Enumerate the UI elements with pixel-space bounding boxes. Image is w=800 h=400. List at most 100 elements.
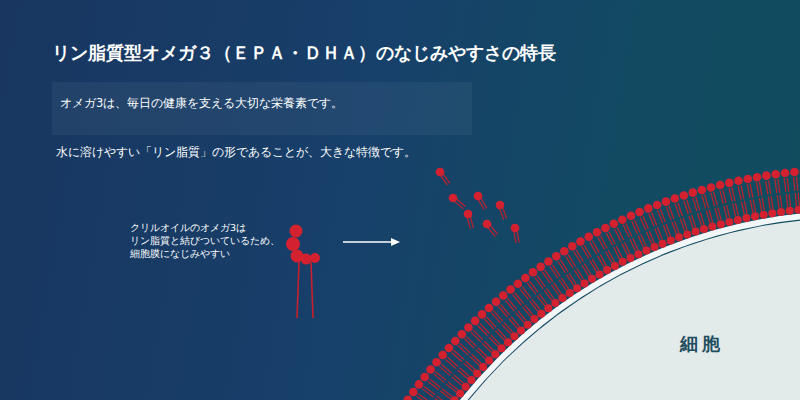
lipid-tail (766, 181, 768, 195)
lipid-tail (487, 317, 497, 327)
lipid-tail (545, 270, 553, 281)
lipid-tail (569, 273, 576, 284)
lipid-head (743, 175, 752, 184)
lipid-tail (466, 361, 476, 370)
lipid-tail (715, 208, 718, 221)
lipid-head (521, 274, 530, 283)
lipid-tail (787, 178, 789, 192)
lipid-head (485, 357, 493, 365)
lipid-tail (503, 207, 507, 218)
lipid-tail (466, 337, 476, 347)
lipid-tail (614, 247, 620, 259)
lipid-tail (709, 210, 713, 223)
lipid-tail (517, 231, 519, 243)
lipid-tail (705, 194, 709, 207)
free-phospholipid (510, 223, 522, 244)
lipid-tail (582, 265, 589, 276)
lipid-tail (738, 186, 741, 200)
lipid-tail (553, 265, 561, 277)
lipid-tail (598, 256, 604, 267)
lipid-head (662, 197, 671, 206)
lipid-tail (759, 182, 761, 196)
lipid-tail (522, 287, 531, 298)
lipid-tail (488, 227, 496, 236)
arrow-head (391, 238, 400, 246)
lipid-head (786, 207, 794, 215)
lipid-tail (615, 229, 621, 242)
lipid-head (498, 344, 506, 352)
title: リン脂質型オメガ３（ＥＰＡ・ＤＨＡ）のなじみやすさの特長 (52, 41, 556, 65)
lipid-head (451, 337, 460, 346)
lipid-head (601, 224, 610, 233)
lipid-tail (732, 187, 735, 201)
lipid-tail (622, 243, 628, 255)
lipid-tail (592, 240, 599, 252)
lipid-head (781, 169, 790, 178)
lipid-tail (753, 199, 755, 212)
free-phospholipid (434, 166, 452, 187)
lipid-head (524, 321, 532, 329)
lipid-tail (567, 275, 574, 286)
lipid-head (659, 240, 667, 248)
lipid-tail (590, 260, 597, 271)
lipid-tail (516, 313, 524, 323)
lipid-tail (669, 206, 674, 219)
lipid-tail (542, 272, 550, 283)
lipid-tail (795, 193, 796, 206)
lipid-head (771, 170, 780, 179)
lipid-head (478, 310, 487, 319)
lipid-tail (478, 348, 487, 357)
lipid-head (596, 270, 604, 278)
lipid-tail (484, 341, 493, 350)
lipid-tail (641, 234, 646, 246)
free-phospholipid (447, 192, 467, 211)
lipid-tail (418, 394, 429, 400)
lipid-tail (508, 298, 517, 309)
lipid-tail (741, 202, 744, 215)
lipid-tail (798, 193, 799, 206)
lipid-head (491, 350, 499, 358)
lipid-head (558, 294, 566, 302)
lipid-head (464, 323, 473, 332)
lipid-head (530, 315, 538, 323)
lipid-head (492, 297, 501, 306)
lipid-head (445, 344, 454, 353)
lipid-tail (559, 280, 566, 291)
lipid-head (552, 252, 561, 261)
membrane-inner-band (355, 214, 800, 400)
free-phospholipids (434, 166, 522, 244)
lipid-head (760, 211, 768, 219)
info-box: オメガ3は、毎日の健康を支える大切な栄養素です。 (52, 82, 472, 135)
lipid-tail (568, 255, 575, 267)
lipid-tail (750, 184, 753, 198)
lipid-tail (576, 250, 583, 262)
lipid-tail (509, 319, 518, 329)
lipid-tail (769, 180, 771, 194)
lipid-tail (598, 237, 605, 249)
molecule-head (301, 254, 312, 265)
lipid-head (790, 168, 799, 177)
lipid-head (751, 212, 759, 220)
lipid-tail (683, 218, 687, 230)
lipid-tail (454, 201, 463, 209)
lipid-head (456, 389, 464, 397)
lipid-tail (626, 224, 632, 237)
lipid-head (432, 358, 441, 367)
lipid-head (467, 376, 475, 384)
lipid-head (650, 243, 658, 251)
lipid-tail (624, 242, 630, 254)
lipid-tail (762, 198, 764, 211)
lipid-head (566, 289, 574, 297)
lipid-tail (759, 198, 761, 211)
lipid-head (426, 365, 435, 374)
lipid-head (635, 208, 644, 217)
lipid-tail (590, 242, 597, 254)
lipid-head (473, 369, 481, 377)
lipid-tail (511, 317, 520, 327)
lipid-head (734, 177, 743, 186)
lipid-tail (744, 201, 747, 214)
lipid-tail (601, 236, 608, 248)
lipid-head (415, 380, 424, 389)
lipid-head (504, 338, 512, 346)
